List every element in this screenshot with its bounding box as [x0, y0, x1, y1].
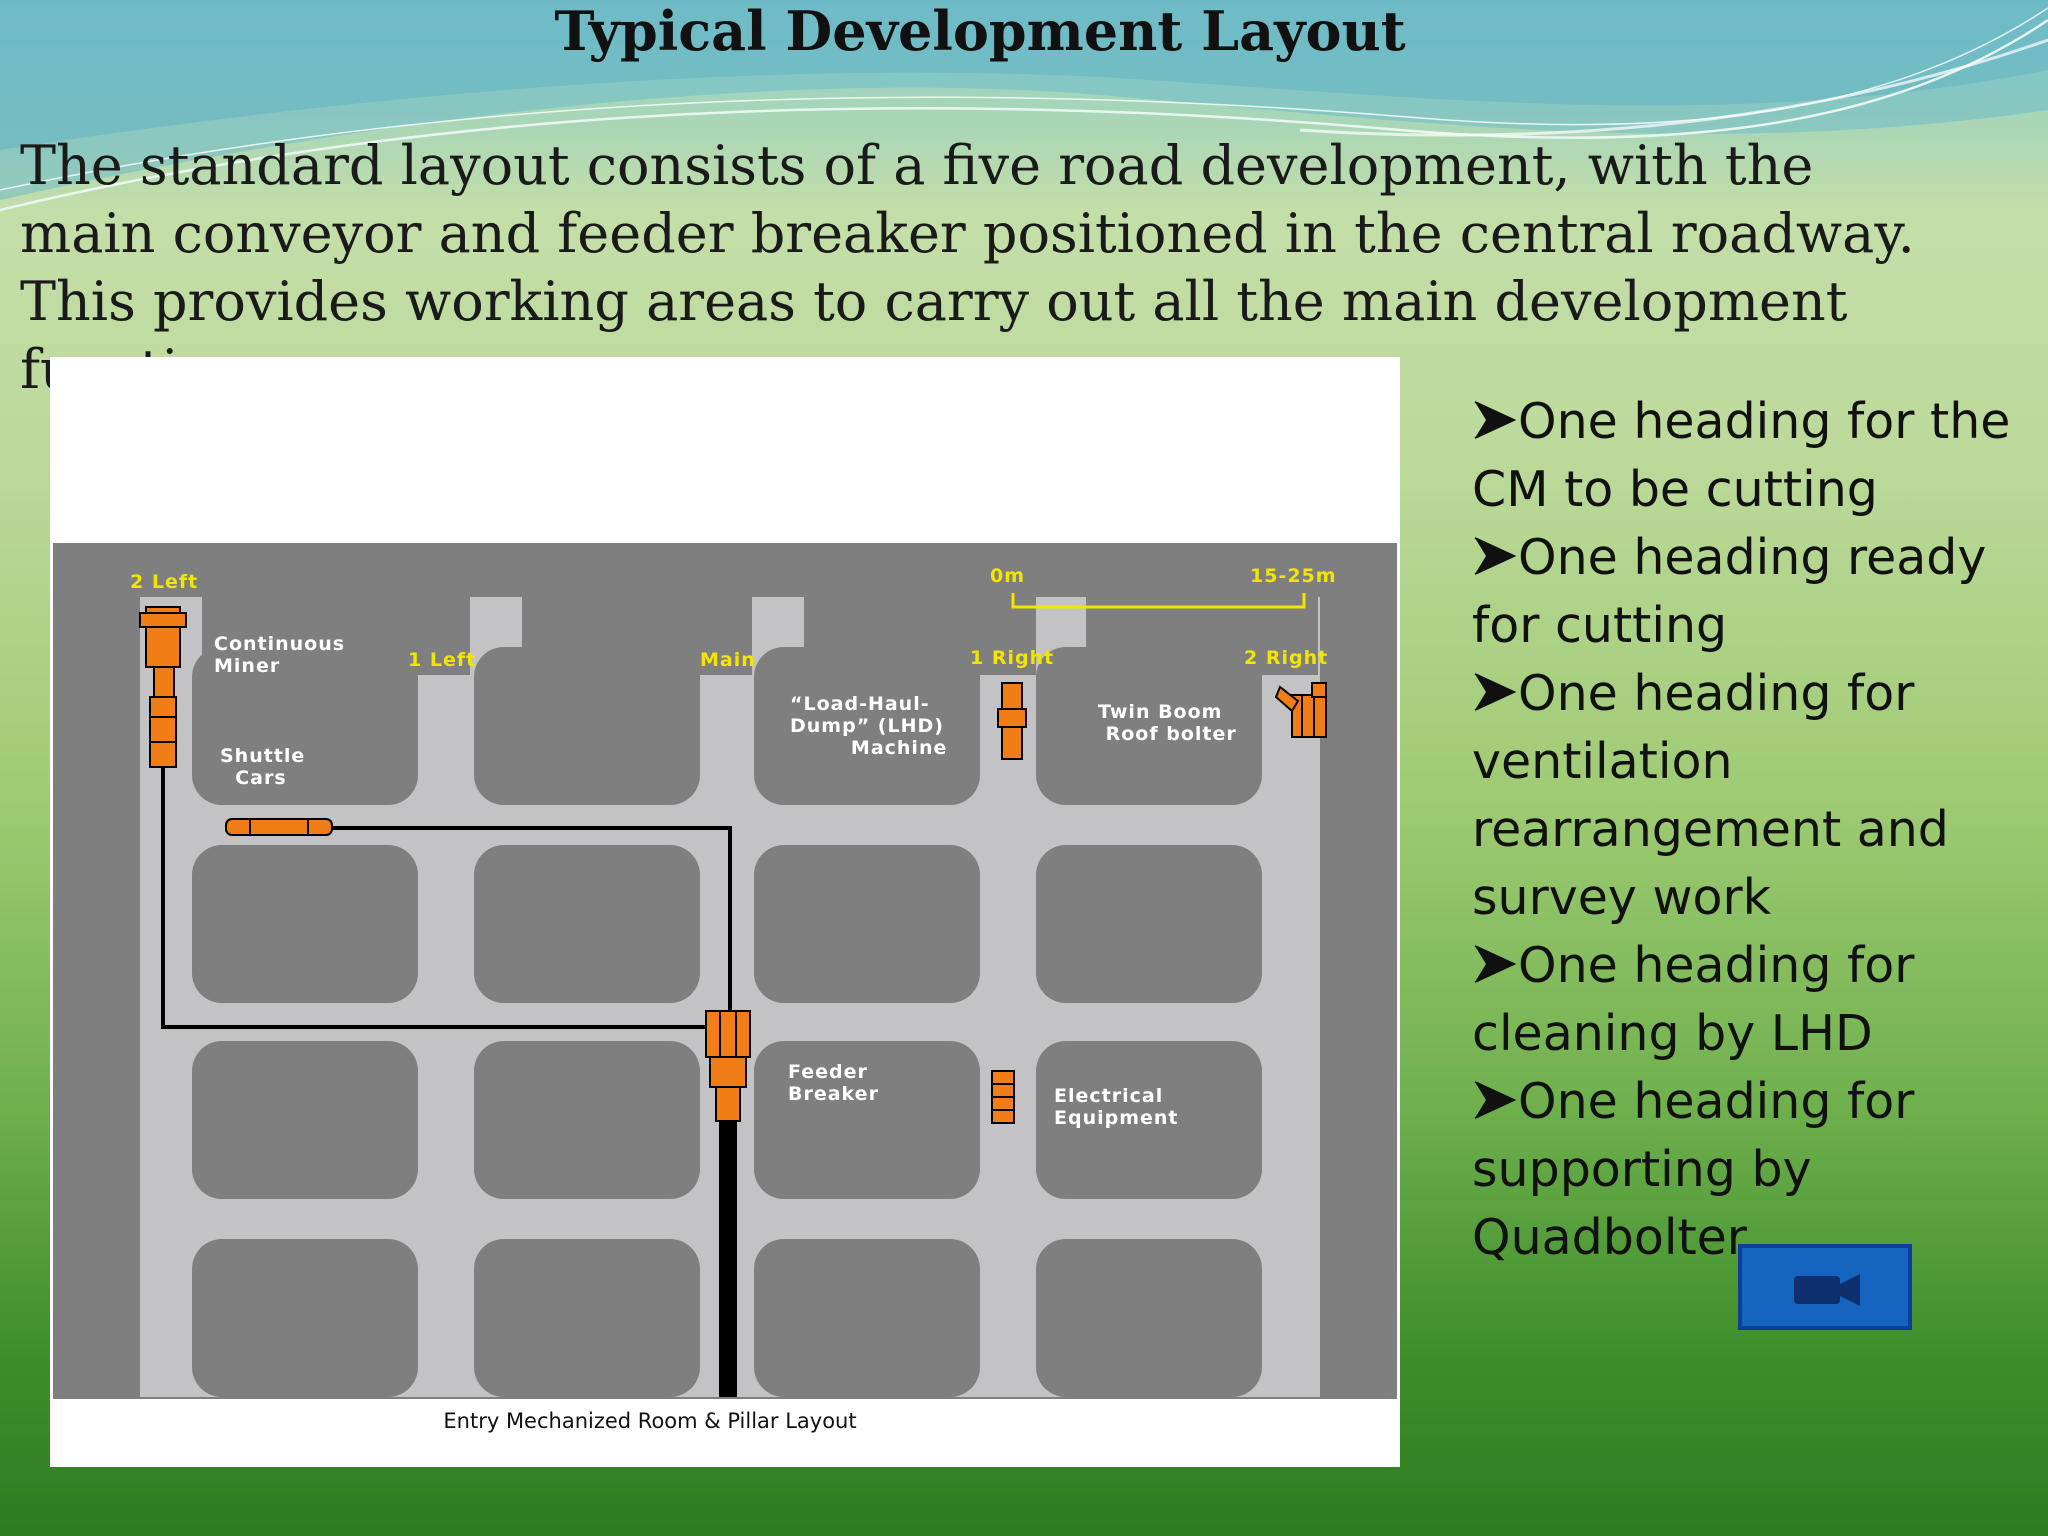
pillar — [192, 1041, 418, 1199]
main-conveyor — [719, 1117, 737, 1397]
scale-end-label: 15-25m — [1250, 565, 1337, 587]
label-shuttle-cars: Shuttle Cars — [220, 745, 306, 789]
bullet-text: One heading ready for cutting — [1472, 529, 1987, 654]
scale-bar — [1011, 593, 1306, 609]
arrowhead-bullet-icon — [1474, 401, 1517, 439]
bullet-text: One heading for cleaning by LHD — [1472, 937, 1915, 1062]
continuous-miner-icon — [139, 606, 187, 768]
roadway-label-1-right: 1 Right — [970, 647, 1055, 669]
pillar — [474, 1041, 700, 1199]
label-roof-bolter: Twin Boom Roof bolter — [1098, 701, 1237, 745]
pillar — [192, 1239, 418, 1397]
pillar — [1036, 1041, 1262, 1199]
pillar — [1036, 647, 1262, 805]
pillar — [474, 647, 700, 805]
shuttle-car-icon — [225, 818, 333, 836]
shuttle-car-route — [161, 757, 732, 1029]
slide-title: Typical Development Layout — [554, 0, 1406, 63]
bullet-text: One heading for supporting by Quadbolter — [1472, 1073, 1915, 1266]
roadway-label-2-left: 2 Left — [130, 571, 199, 593]
video-camera-icon — [1794, 1274, 1860, 1306]
pillar — [754, 845, 980, 1003]
arrowhead-bullet-icon — [1474, 1081, 1517, 1119]
arrowhead-bullet-icon — [1474, 673, 1517, 711]
list-item: One heading for cleaning by LHD — [1472, 932, 2032, 1068]
pillar — [474, 1239, 700, 1397]
list-item: One heading for supporting by Quadbolter — [1472, 1068, 2032, 1272]
play-video-button[interactable] — [1738, 1244, 1912, 1330]
label-electrical-equipment: Electrical Equipment — [1054, 1085, 1179, 1129]
roadway-label-2-right: 2 Right — [1244, 647, 1329, 669]
label-continuous-miner: Continuous Miner — [214, 633, 346, 677]
bullet-text: One heading for ventilation rearrangemen… — [1472, 665, 1949, 926]
scale-start-label: 0m — [990, 565, 1026, 587]
pillar — [1036, 1239, 1262, 1397]
lhd-machine-icon — [997, 682, 1027, 760]
pillar — [754, 647, 980, 805]
layout-diagram: 2 Left 1 Left Main 1 Right 2 Right 0m 15… — [50, 357, 1400, 1467]
bullet-text: One heading for the CM to be cutting — [1472, 393, 2011, 518]
bottom-rock — [53, 1397, 1397, 1399]
room-and-pillar-diagram — [53, 543, 1397, 1399]
pillar — [192, 647, 418, 805]
label-feeder-breaker: Feeder Breaker — [788, 1061, 879, 1105]
diagram-caption: Entry Mechanized Room & Pillar Layout — [443, 1409, 857, 1433]
arrowhead-bullet-icon — [1474, 945, 1517, 983]
label-lhd-machine: “Load-Haul- Dump” (LHD) Machine — [790, 693, 948, 759]
list-item: One heading ready for cutting — [1472, 524, 2032, 660]
electrical-equipment-icon — [991, 1070, 1015, 1124]
pillar — [1036, 845, 1262, 1003]
heading-functions-list: One heading for the CM to be cutting One… — [1472, 388, 2032, 1272]
arrowhead-bullet-icon — [1474, 537, 1517, 575]
pillar — [474, 845, 700, 1003]
pillar — [754, 1041, 980, 1199]
list-item: One heading for ventilation rearrangemen… — [1472, 660, 2032, 932]
roadway-label-main: Main — [700, 649, 756, 671]
list-item: One heading for the CM to be cutting — [1472, 388, 2032, 524]
header-swoosh-decoration — [0, 0, 2048, 212]
feeder-breaker-icon — [705, 1010, 751, 1122]
pillar — [754, 1239, 980, 1397]
roof-bolter-icon — [1274, 682, 1327, 738]
pillar — [192, 845, 418, 1003]
roadway-label-1-left: 1 Left — [408, 649, 477, 671]
